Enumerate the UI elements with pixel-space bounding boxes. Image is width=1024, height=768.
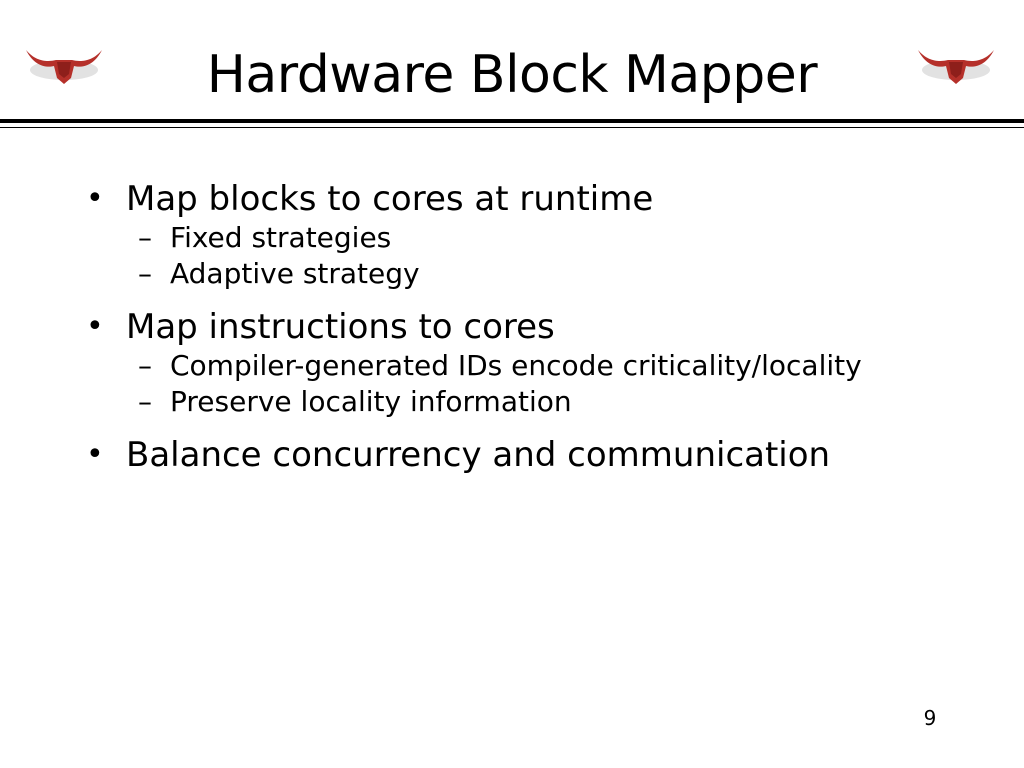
sub-bullet-item: – Fixed strategies [86, 220, 986, 256]
bullet-text: Map blocks to cores at runtime [126, 179, 654, 219]
bullet-dot: • [86, 437, 104, 472]
sub-bullet-text: Compiler-generated IDs encode criticalit… [170, 349, 862, 382]
longhorn-logo-icon [918, 50, 994, 84]
bullet-list: • Map blocks to cores at runtime – Fixed… [86, 178, 986, 476]
title-divider-thick [0, 119, 1024, 123]
page-number: 9 [923, 706, 937, 730]
sub-bullet-dash: – [138, 349, 152, 382]
sub-bullet-dash: – [138, 385, 152, 418]
bullet-item: • Balance concurrency and communication [86, 434, 986, 476]
bullet-item: • Map blocks to cores at runtime [86, 178, 986, 220]
title-divider-thin [0, 127, 1024, 128]
sub-bullet-text: Fixed strategies [170, 221, 392, 254]
longhorn-logo-icon [26, 50, 102, 84]
sub-bullet-text: Adaptive strategy [170, 257, 420, 290]
bullet-dot: • [86, 181, 104, 216]
bullet-item: • Map instructions to cores [86, 306, 986, 348]
sub-bullet-text: Preserve locality information [170, 385, 572, 418]
bullet-text: Map instructions to cores [126, 307, 555, 347]
sub-bullet-dash: – [138, 257, 152, 290]
page-title: Hardware Block Mapper [206, 45, 818, 105]
sub-bullet-item: – Preserve locality information [86, 384, 986, 420]
sub-bullet-item: – Adaptive strategy [86, 256, 986, 292]
bullet-text: Balance concurrency and communication [126, 435, 831, 475]
sub-bullet-item: – Compiler-generated IDs encode critical… [86, 348, 986, 384]
sub-bullet-dash: – [138, 221, 152, 254]
bullet-dot: • [86, 309, 104, 344]
